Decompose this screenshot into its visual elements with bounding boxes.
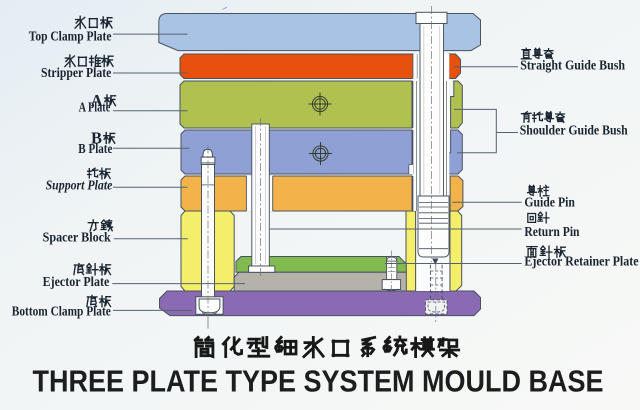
svg-text:Ejector Plate: Ejector Plate: [43, 275, 110, 290]
svg-text:Shoulder Guide Bush: Shoulder Guide Bush: [520, 124, 628, 139]
svg-text:Straight Guide Bush: Straight Guide Bush: [520, 59, 625, 74]
svg-text:A Plate: A Plate: [79, 101, 111, 116]
svg-text:Support Plate: Support Plate: [46, 179, 113, 194]
svg-text:Guide Pin: Guide Pin: [524, 196, 575, 211]
svg-text:B: B: [91, 129, 102, 148]
svg-text:Stripper Plate: Stripper Plate: [41, 66, 111, 81]
svg-text:Bottom Clamp Plate: Bottom Clamp Plate: [12, 304, 111, 319]
svg-text:Top Clamp Plate: Top Clamp Plate: [29, 29, 112, 44]
svg-text:Spacer Block: Spacer Block: [43, 231, 111, 246]
svg-text:THREE PLATE TYPE SYSTEM MOULD: THREE PLATE TYPE SYSTEM MOULD BASE: [33, 363, 604, 398]
svg-text:Ejector Retainer Plate: Ejector Retainer Plate: [524, 255, 638, 270]
svg-text:Return Pin: Return Pin: [524, 225, 579, 240]
svg-text:A: A: [91, 91, 103, 110]
svg-text:B Plate: B Plate: [78, 142, 112, 157]
